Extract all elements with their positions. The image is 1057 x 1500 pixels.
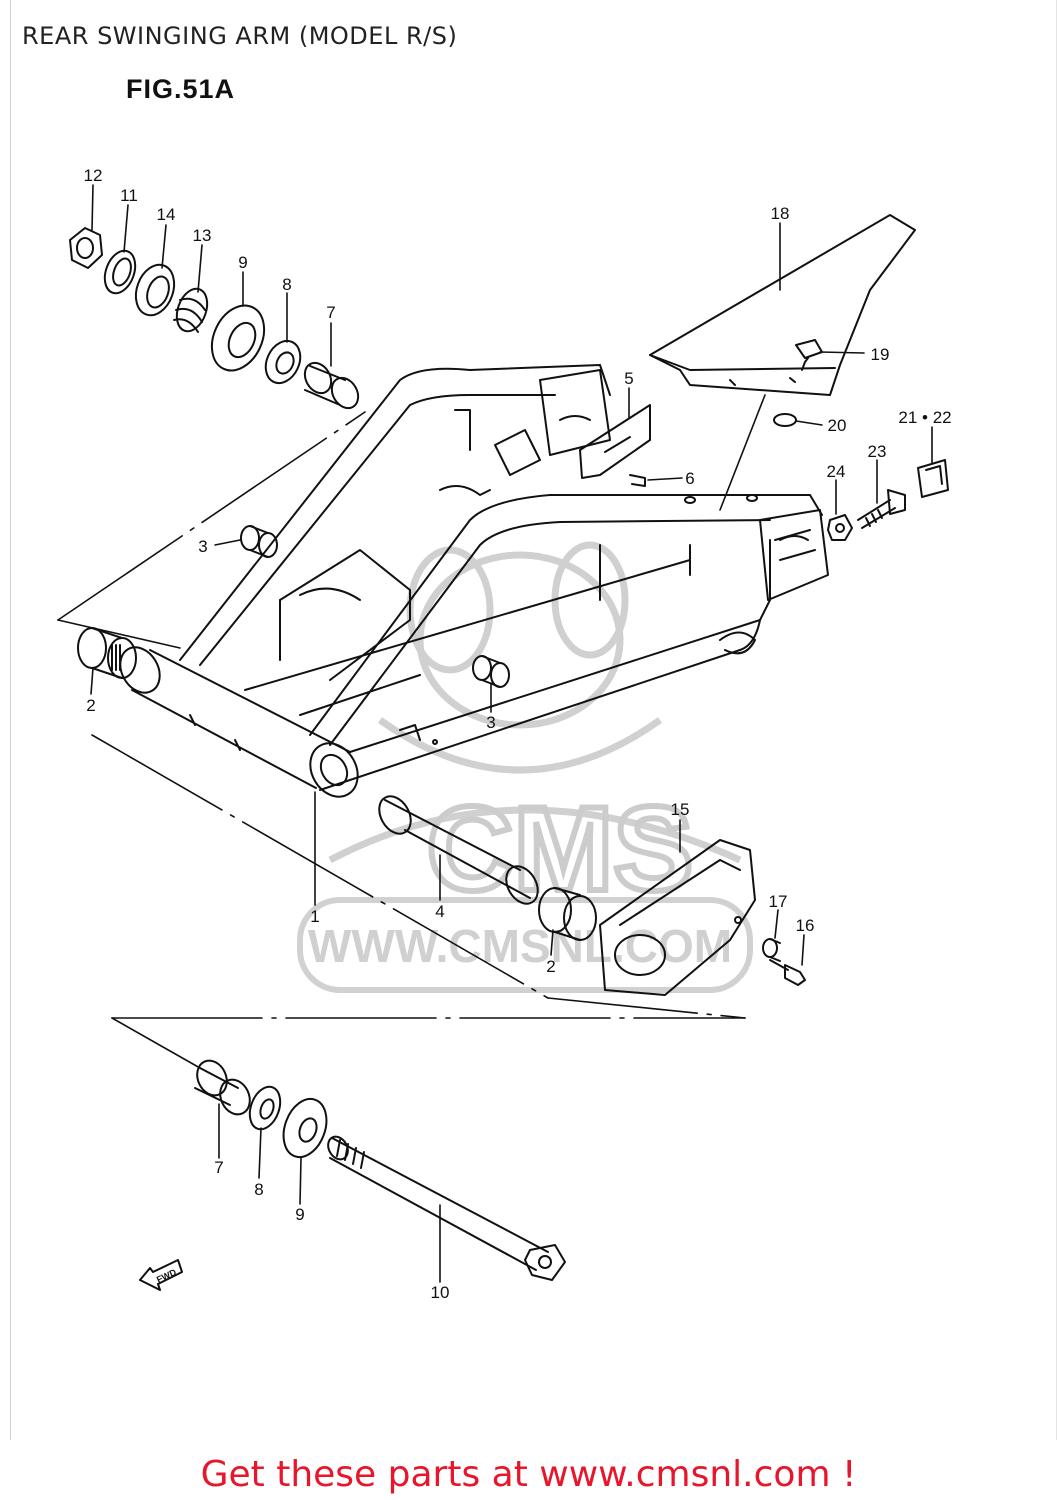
callout-16: 16: [796, 916, 815, 935]
callout-3-lower: 3: [486, 713, 495, 732]
part-3-bushing-upper: [240, 525, 278, 558]
callout-24: 24: [827, 462, 846, 481]
part-16-screw: [769, 959, 806, 986]
part-9-washer-lower: [282, 1097, 328, 1159]
part-2-bearing-left: [77, 627, 137, 679]
watermark-logo: [297, 541, 753, 993]
callout-7-lower: 7: [214, 1158, 223, 1177]
part-21-22-clip-nut: [917, 459, 949, 498]
callout-9-upper: 9: [238, 253, 247, 272]
get-parts-banner: Get these parts at www.cmsnl.com !: [0, 1454, 1057, 1495]
cta-prefix: Get these parts at: [200, 1454, 540, 1495]
part-19-bolt: [795, 339, 823, 371]
fwd-arrow-icon: [139, 1259, 183, 1291]
part-10-pivot-shaft: [327, 1135, 566, 1281]
callout-18: 18: [771, 204, 790, 223]
alignment-lines: [57, 394, 766, 1069]
part-20-washer: [773, 413, 797, 427]
callout-11: 11: [120, 186, 138, 205]
callout-17: 17: [769, 892, 788, 911]
callout-2-left: 2: [86, 696, 95, 715]
page-title: REAR SWINGING ARM (MODEL R/S): [22, 22, 458, 50]
page-border-left: [10, 0, 11, 1440]
part-2-bearing-right: [538, 887, 597, 941]
part-9-thrust-washer: [210, 304, 266, 372]
part-13-spring: [173, 287, 209, 333]
callout-7-upper: 7: [326, 303, 335, 322]
callout-14: 14: [157, 205, 176, 224]
callout-1: 1: [310, 907, 319, 926]
callout-6: 6: [685, 469, 694, 488]
drawing-lines: [57, 184, 949, 1291]
part-8-washer: [264, 339, 302, 385]
watermark-url: WWW.CMSNL.COM: [308, 920, 732, 972]
callout-3-upper: 3: [198, 537, 207, 556]
part-5-adjuster-plate: [579, 404, 651, 479]
part-6-bolt: [629, 474, 646, 487]
part-7-bushing-lower: [194, 1059, 251, 1116]
cta-link[interactable]: www.cmsnl.com: [539, 1454, 831, 1495]
part-24-nut: [827, 514, 853, 541]
part-8-washer-lower: [248, 1085, 282, 1131]
part-1-swing-arm: [119, 364, 829, 798]
callout-19: 19: [871, 345, 890, 364]
part-18-chain-cover: [649, 214, 916, 396]
part-14-seal: [134, 263, 176, 317]
callout-21-22: 21 • 22: [898, 408, 951, 427]
figure-label: FIG.51A: [126, 74, 236, 104]
watermark-brand: CMS: [427, 782, 694, 916]
cta-suffix: !: [830, 1454, 857, 1495]
part-15-chain-guide: [599, 839, 756, 996]
callout-23: 23: [868, 442, 887, 461]
part-23-bolt: [857, 489, 906, 529]
callout-10: 10: [431, 1283, 450, 1302]
callout-13: 13: [193, 226, 212, 245]
callout-8-upper: 8: [282, 275, 291, 294]
callout-9-lower: 9: [295, 1205, 304, 1224]
part-7-bushing: [303, 361, 360, 410]
part-12-nut: [69, 227, 103, 269]
callout-12: 12: [84, 166, 103, 185]
callout-5: 5: [624, 369, 633, 388]
callout-20: 20: [828, 416, 847, 435]
leader-lines: [90, 184, 933, 1283]
callout-4: 4: [435, 902, 444, 921]
callout-labels: 12 11 14 13 9 8 7 3 2 3 1 4 2 5 6 18 19 …: [84, 166, 952, 1302]
part-17-collar: [762, 938, 781, 962]
part-4-spacer: [378, 795, 539, 905]
exploded-parts-diagram: CMS WWW.CMSNL.COM: [57, 166, 952, 1302]
callout-8-lower: 8: [254, 1180, 263, 1199]
part-11-washer: [103, 249, 137, 295]
callout-15: 15: [671, 800, 690, 819]
callout-2-right: 2: [546, 957, 555, 976]
